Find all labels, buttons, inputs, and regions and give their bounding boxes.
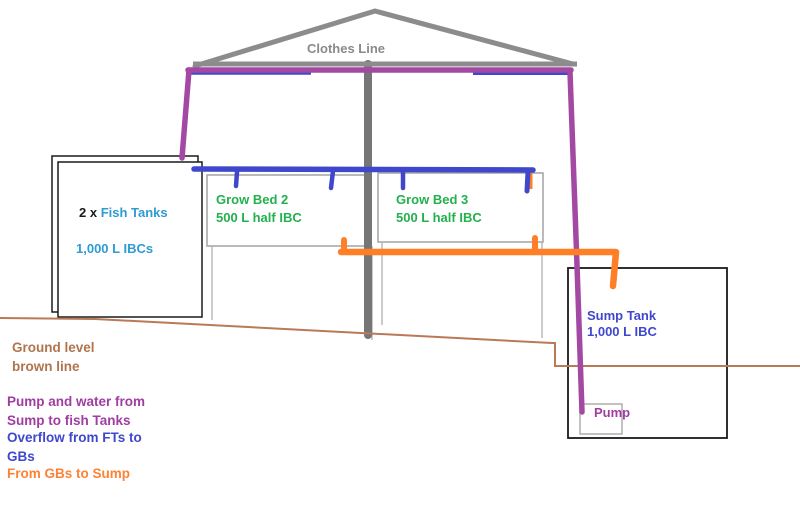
- fish-tank-name: Fish Tanks: [100, 205, 168, 220]
- legend-overflow-line: Overflow from FTs to GBs: [7, 429, 142, 466]
- fish-tank-title: 2 x Fish Tanks: [79, 204, 168, 222]
- legend-pump-line2: Sump to fish Tanks: [7, 412, 131, 428]
- legend-ground-level: Ground level brown line: [12, 339, 95, 376]
- drain-pipe-to-sump: [337, 248, 620, 290]
- sump-tank-label: Sump Tank 1,000 L IBC: [587, 308, 657, 340]
- roof-slopes: [192, 8, 576, 69]
- pump-box: [579, 403, 623, 435]
- sump-tank-capacity: 1,000 L IBC: [587, 324, 657, 339]
- grow-bed-3-capacity: 500 L half IBC: [396, 210, 482, 225]
- overflow-outlet-1: [233, 169, 240, 189]
- ground-level-line: [0, 317, 800, 367]
- legend-gb-to-sump-line: From GBs to Sump: [7, 466, 131, 481]
- pump-pipe-riser: [567, 69, 585, 415]
- legend-pump-line1: Pump and water from: [7, 394, 146, 409]
- sump-tank-box: [567, 267, 728, 439]
- legend-ground-line1: Ground level: [12, 340, 95, 355]
- grow-bed-2-name: Grow Bed 2: [216, 192, 289, 207]
- legend-pump-line: Pump and water from Sump to fish Tanks: [7, 393, 145, 430]
- legend-ground-line2: brown line: [12, 358, 80, 374]
- fish-tank-capacity: 1,000 L IBCs: [76, 241, 154, 256]
- grow-bed-3-box: [377, 172, 544, 243]
- grow-bed-3-label: Grow Bed 3 500 L half IBC: [396, 191, 482, 227]
- clothes-line-label: Clothes Line: [307, 41, 386, 56]
- overflow-outlet-4: [524, 168, 531, 194]
- fish-tank-count: 2 x: [79, 205, 101, 220]
- pump-pipe-drop-to-fish-tank: [179, 67, 192, 161]
- overflow-outlet-2: [328, 168, 336, 191]
- legend-overflow-line2: GBs: [7, 448, 35, 464]
- overflow-pipe-main: [191, 166, 536, 173]
- sump-tank-name: Sump Tank: [587, 308, 657, 323]
- grow-bed-2-capacity: 500 L half IBC: [216, 210, 302, 225]
- pump-label: Pump: [594, 405, 631, 420]
- grow-bed-3-name: Grow Bed 3: [396, 192, 469, 207]
- legend-overflow-line1: Overflow from FTs to: [7, 430, 142, 445]
- grow-bed-2-label: Grow Bed 2 500 L half IBC: [216, 191, 302, 227]
- fish-tank-front-box: [57, 161, 203, 318]
